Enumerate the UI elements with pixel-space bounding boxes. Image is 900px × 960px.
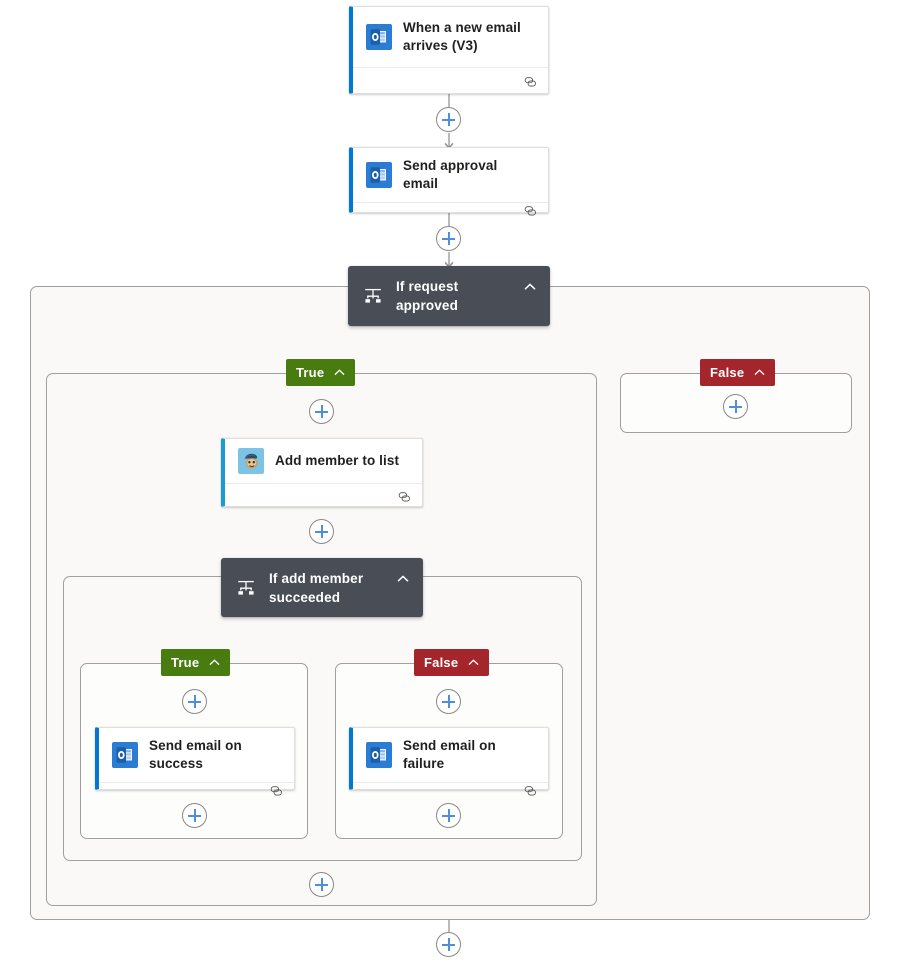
chevron-up-icon[interactable]	[753, 366, 766, 379]
link-icon[interactable]	[522, 203, 537, 216]
card-header: Send email on success	[99, 728, 294, 782]
condition-title: If add member succeeded	[269, 570, 364, 605]
branch-label-outer-false[interactable]: False	[700, 359, 776, 386]
card-header: Add member to list	[225, 439, 422, 483]
outlook-icon	[112, 742, 138, 768]
branch-label-text: False	[424, 655, 459, 670]
card-footer	[353, 202, 548, 216]
card-header: Send approval email	[353, 148, 548, 202]
card-send-email-on-failure[interactable]: Send email on failure	[349, 727, 549, 796]
link-icon[interactable]	[522, 74, 537, 87]
chevron-up-icon[interactable]	[333, 366, 346, 379]
add-step-after-send-approval[interactable]	[436, 226, 461, 251]
branch-label-inner-true[interactable]: True	[161, 649, 231, 676]
link-icon[interactable]	[268, 783, 283, 796]
condition-title: If request approved	[396, 279, 459, 313]
card-title: When a new email arrives (V3)	[403, 20, 521, 53]
link-icon[interactable]	[522, 783, 537, 796]
add-step-after-add-member[interactable]	[309, 519, 334, 544]
add-step-inner-false-bottom[interactable]	[436, 803, 461, 828]
card-footer	[353, 782, 548, 796]
branch-label-outer-true[interactable]: True	[286, 359, 356, 386]
card-send-email-on-success[interactable]: Send email on success	[95, 727, 295, 796]
chevron-up-icon[interactable]	[208, 656, 221, 669]
add-step-after-trigger[interactable]	[436, 107, 461, 132]
add-step-inner-true-top[interactable]	[182, 689, 207, 714]
add-step-inner-false-top[interactable]	[436, 689, 461, 714]
add-step-flow-end[interactable]	[436, 932, 461, 957]
branch-label-text: False	[710, 365, 745, 380]
card-header: Send email on failure	[353, 728, 548, 782]
add-step-inner-true-bottom[interactable]	[182, 803, 207, 828]
card-send-approval-email[interactable]: Send approval email	[349, 147, 549, 216]
card-title: Send approval email	[403, 158, 498, 191]
card-title: Add member to list	[275, 453, 400, 468]
card-footer	[99, 782, 294, 796]
outlook-icon	[366, 24, 392, 50]
chevron-up-icon[interactable]	[395, 571, 411, 587]
add-step-outer-false[interactable]	[723, 394, 748, 419]
condition-icon	[235, 577, 257, 599]
branch-label-text: True	[296, 365, 325, 380]
branch-label-text: True	[171, 655, 200, 670]
condition-if-request-approved[interactable]: If request approved	[348, 266, 550, 326]
card-title: Send email on success	[149, 738, 242, 771]
outlook-icon	[366, 742, 392, 768]
card-when-a-new-email-arrives[interactable]: When a new email arrives (V3)	[349, 6, 549, 94]
mailchimp-icon	[238, 448, 264, 474]
card-title: Send email on failure	[403, 738, 496, 771]
add-step-outer-true-bottom[interactable]	[309, 872, 334, 897]
link-icon[interactable]	[396, 489, 411, 502]
chevron-up-icon[interactable]	[467, 656, 480, 669]
card-header: When a new email arrives (V3)	[353, 7, 548, 67]
card-footer	[353, 67, 548, 93]
condition-icon	[362, 285, 384, 307]
card-footer	[225, 483, 422, 506]
outlook-icon	[366, 162, 392, 188]
branch-label-inner-false[interactable]: False	[414, 649, 490, 676]
condition-if-add-member-succeeded[interactable]: If add member succeeded	[221, 558, 423, 617]
chevron-up-icon[interactable]	[522, 279, 538, 295]
add-step-outer-true-top[interactable]	[309, 399, 334, 424]
card-add-member-to-list[interactable]: Add member to list	[221, 438, 423, 507]
